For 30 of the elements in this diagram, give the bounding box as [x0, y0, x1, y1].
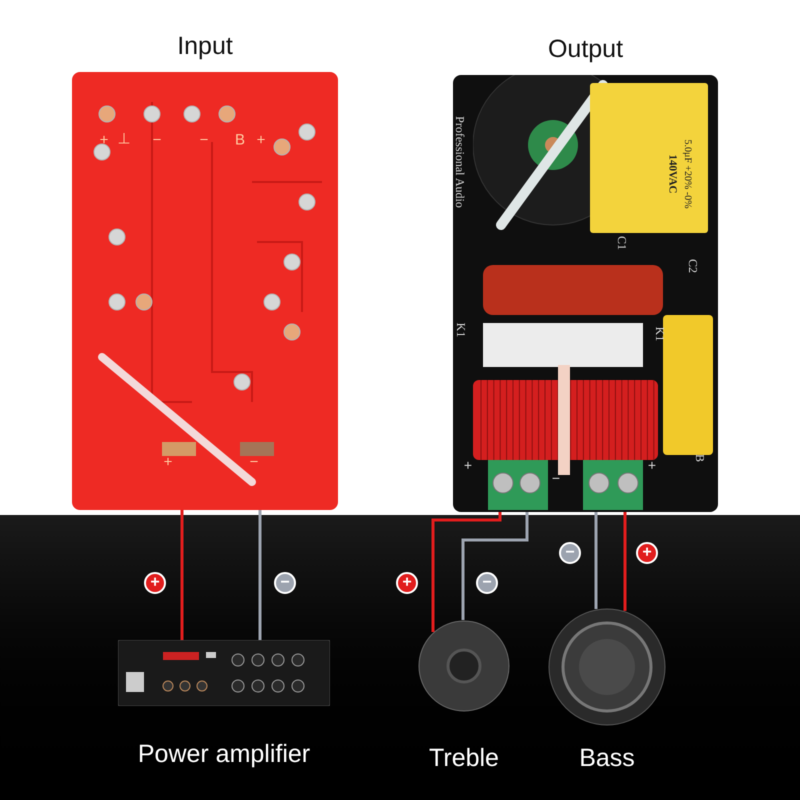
- board-marking: 140VAC: [666, 154, 678, 194]
- wire: [624, 512, 626, 611]
- board-marking: K1: [455, 322, 467, 338]
- board-marking: ⊥: [118, 132, 130, 146]
- wire: [180, 510, 184, 640]
- wire: [462, 512, 528, 620]
- caption-text: Treble: [429, 743, 499, 774]
- board-marking: +: [100, 132, 108, 148]
- wire: [258, 510, 262, 640]
- board-marking: −: [552, 471, 560, 485]
- board-marking: +: [256, 132, 266, 148]
- board-marking: 5.0μF +20% -0%: [682, 139, 692, 209]
- caption-text: Input: [177, 31, 233, 62]
- wire: [432, 512, 502, 632]
- board-marking: −: [152, 132, 162, 148]
- board-marking: −: [250, 454, 258, 470]
- board-marking: B: [235, 132, 245, 148]
- caption-text: Output: [548, 34, 624, 65]
- board-marking: B: [694, 454, 706, 462]
- board-marking: −: [200, 132, 208, 148]
- wire: [594, 512, 598, 610]
- board-marking: +: [464, 458, 472, 472]
- board-marking: +: [648, 458, 656, 472]
- board-marking: C2: [687, 259, 699, 273]
- board-marking: K1: [654, 326, 666, 342]
- caption-text: Bass: [579, 743, 635, 774]
- board-marking: +: [164, 454, 172, 470]
- board-marking: C1: [616, 236, 628, 250]
- caption-text: Power amplifier: [138, 739, 310, 770]
- board-marking: Professional Audio: [454, 116, 466, 208]
